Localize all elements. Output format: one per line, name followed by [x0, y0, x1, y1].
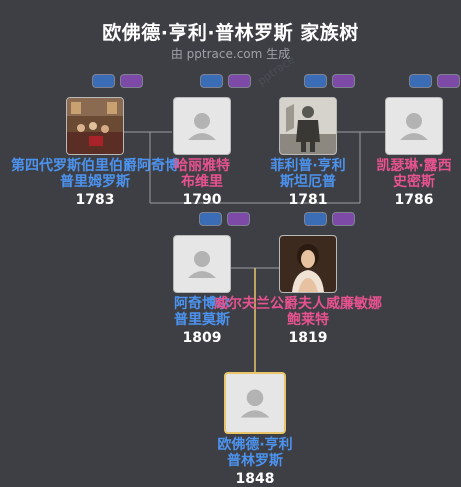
- relation-badge-purple[interactable]: [332, 212, 355, 226]
- birth-year: 1786: [394, 192, 434, 208]
- relation-badge-purple[interactable]: [332, 74, 355, 88]
- person-photo: [173, 97, 231, 155]
- birth-year: 1790: [182, 192, 222, 208]
- relation-badge-blue[interactable]: [304, 74, 327, 88]
- birth-year: 1848: [235, 471, 275, 487]
- person-name: 阿奇博尔 普里莫斯: [174, 296, 230, 328]
- person-card-4[interactable]: 凯瑟琳·露西 史密斯 1786: [344, 97, 461, 208]
- person-name: 凯瑟琳·露西 史密斯: [376, 158, 452, 190]
- person-name: 威尔夫兰公爵夫人威廉敏娜 鲍莱特: [214, 296, 382, 328]
- person-card-6[interactable]: 威尔夫兰公爵夫人威廉敏娜 鲍莱特 1819: [214, 235, 382, 346]
- birth-year: 1809: [182, 330, 222, 346]
- relation-badge-blue[interactable]: [409, 74, 432, 88]
- relation-badge-purple[interactable]: [120, 74, 143, 88]
- birth-year: 1781: [288, 192, 328, 208]
- person-photo: [173, 235, 231, 293]
- person-placeholder-icon: [240, 389, 270, 418]
- relation-badge-blue[interactable]: [92, 74, 115, 88]
- person-photo: [279, 97, 337, 155]
- person-name: 菲利普·亨利 斯坦厄普: [270, 158, 346, 190]
- person-photo: [224, 372, 286, 434]
- birth-year: 1783: [75, 192, 115, 208]
- relation-badge-blue[interactable]: [199, 212, 222, 226]
- person-card-3[interactable]: 菲利普·亨利 斯坦厄普 1781: [238, 97, 378, 208]
- person-photo: [279, 235, 337, 293]
- relation-badge-purple[interactable]: [228, 74, 251, 88]
- painting-image: [67, 98, 123, 154]
- person-placeholder-icon: [188, 251, 216, 278]
- person-name: 哈丽雅特 布维里: [174, 158, 230, 190]
- birth-year: 1819: [288, 330, 328, 346]
- relation-badge-blue[interactable]: [304, 212, 327, 226]
- person-name: 欧佛德·亨利 普林罗斯: [217, 437, 293, 469]
- person-card-1[interactable]: 第四代罗斯伯里伯爵阿奇博 普里姆罗斯 1783: [11, 97, 179, 208]
- page-title: 欧佛德·亨利·普林罗斯 家族树: [102, 22, 359, 44]
- person-placeholder-icon: [400, 113, 428, 140]
- person-card-5[interactable]: 阿奇博尔 普里莫斯 1809: [132, 235, 272, 346]
- relation-badge-purple[interactable]: [437, 74, 460, 88]
- person-placeholder-icon: [188, 113, 216, 140]
- person-name: 第四代罗斯伯里伯爵阿奇博 普里姆罗斯: [11, 158, 179, 190]
- relation-badge-blue[interactable]: [200, 74, 223, 88]
- page-subtitle: 由 pptrace.com 生成: [170, 47, 291, 61]
- person-photo: [66, 97, 124, 155]
- person-card-2[interactable]: 哈丽雅特 布维里 1790: [132, 97, 272, 208]
- relation-badge-purple[interactable]: [227, 212, 250, 226]
- person-card-focus[interactable]: 欧佛德·亨利 普林罗斯 1848: [185, 372, 325, 487]
- person-photo: [385, 97, 443, 155]
- portrait-image: [280, 236, 336, 292]
- engraving-image: [280, 98, 336, 154]
